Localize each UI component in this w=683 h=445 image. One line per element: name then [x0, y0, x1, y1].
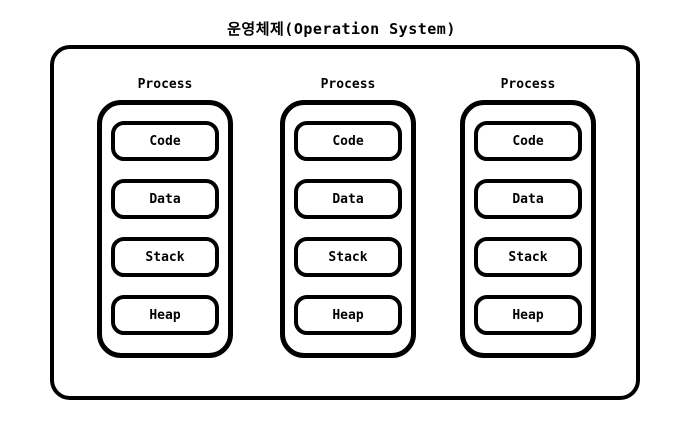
segment-heap: Heap: [474, 295, 582, 335]
segment-stack: Stack: [111, 237, 219, 277]
process-group-3: Process Code Data Stack Heap: [460, 76, 596, 358]
segment-code: Code: [294, 121, 402, 161]
process-box: Code Data Stack Heap: [460, 100, 596, 358]
process-label: Process: [500, 77, 556, 92]
process-group-1: Process Code Data Stack Heap: [97, 76, 233, 358]
diagram-title: 운영체제(Operation System): [227, 20, 456, 38]
process-group-2: Process Code Data Stack Heap: [280, 76, 416, 358]
process-box: Code Data Stack Heap: [280, 100, 416, 358]
segment-data: Data: [294, 179, 402, 219]
segment-data: Data: [474, 179, 582, 219]
process-label: Process: [137, 77, 193, 92]
segment-data: Data: [111, 179, 219, 219]
segment-stack: Stack: [294, 237, 402, 277]
segment-heap: Heap: [294, 295, 402, 335]
process-box: Code Data Stack Heap: [97, 100, 233, 358]
segment-code: Code: [474, 121, 582, 161]
segment-heap: Heap: [111, 295, 219, 335]
segment-code: Code: [111, 121, 219, 161]
process-label: Process: [320, 77, 376, 92]
segment-stack: Stack: [474, 237, 582, 277]
